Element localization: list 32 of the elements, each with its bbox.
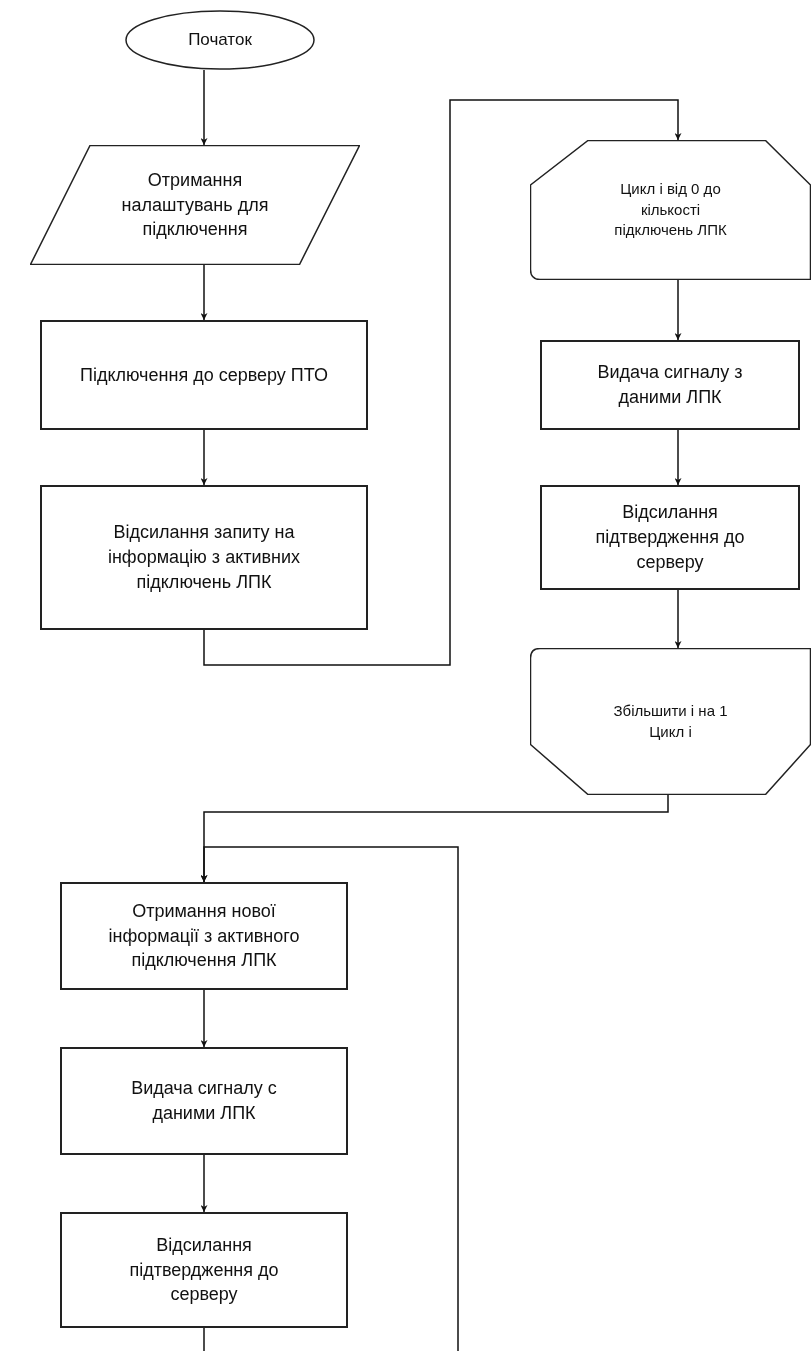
process-box — [40, 320, 368, 430]
node-text: Отримання налаштувань для підключення — [120, 168, 270, 242]
loop-end-shape — [530, 648, 811, 795]
arrow — [674, 279, 682, 341]
node-text: Видача сигналу з даними ЛПК — [596, 361, 744, 409]
arrow — [203, 99, 682, 666]
node-text: Відсилання підтвердження до серверу — [128, 1233, 280, 1307]
node-text: Відсилання запиту на інформацію з активних підключень ЛПК — [106, 521, 302, 594]
node-text: Збільшити і на 1 Цикл і — [612, 700, 729, 742]
arrow — [200, 69, 208, 146]
process-box — [540, 340, 800, 430]
arrow — [674, 589, 682, 649]
process-box — [40, 485, 368, 630]
process-box — [540, 485, 800, 590]
process-box — [60, 882, 348, 990]
node-text: Цикл і від 0 до кількості підключень ЛПК — [613, 179, 728, 241]
node-text: Початок — [188, 29, 252, 52]
process-box — [60, 1212, 348, 1328]
loop-start-shape — [530, 140, 811, 280]
terminator-oval — [125, 10, 315, 70]
arrow — [200, 846, 459, 1351]
node-text: Відсилання підтвердження до серверу — [594, 501, 746, 574]
input-parallelogram — [30, 145, 360, 265]
arrow — [200, 1154, 208, 1213]
arrow — [674, 429, 682, 486]
node-text: Отримання нової інформації з активного підключення ЛПК — [107, 899, 301, 973]
arrow — [200, 429, 208, 486]
node-text: Видача сигналу с даними ЛПК — [130, 1077, 278, 1125]
arrow — [200, 989, 208, 1048]
arrow — [200, 264, 208, 321]
process-box — [60, 1047, 348, 1155]
node-text: Підключення до серверу ПТО — [80, 363, 328, 387]
